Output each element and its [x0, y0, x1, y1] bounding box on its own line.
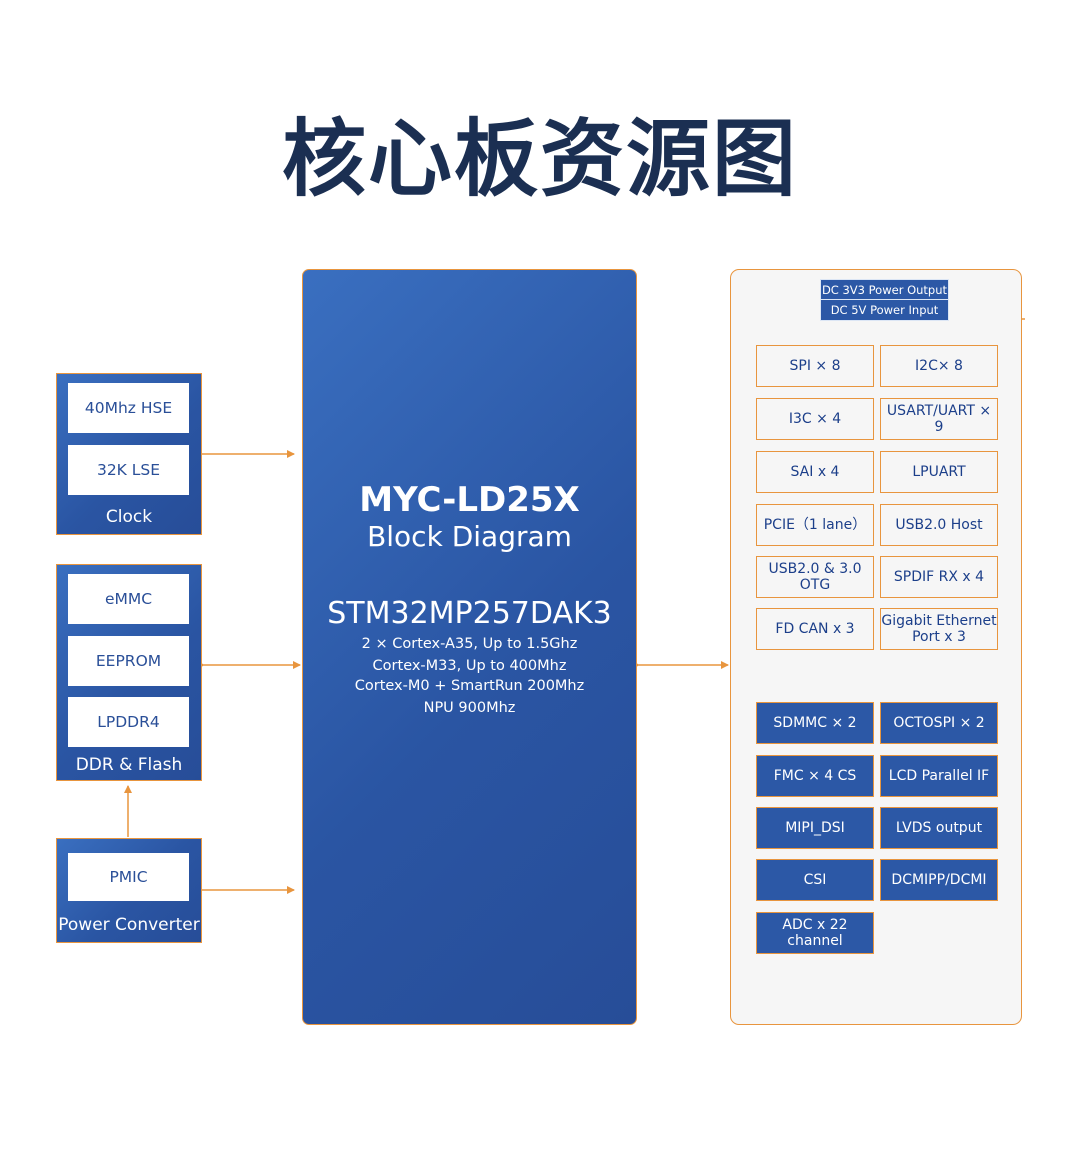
peripheral-item: USB2.0 & 3.0 OTG	[756, 556, 874, 598]
power-output-label: DC 3V3 Power Output	[820, 279, 949, 301]
peripheral-item-filled: OCTOSPI × 2	[880, 702, 998, 744]
peripheral-item: I2C× 8	[880, 345, 998, 387]
peripheral-item-filled: MIPI_DSI	[756, 807, 874, 849]
peripheral-item: FD CAN x 3	[756, 608, 874, 650]
page-title: 核心板资源图	[281, 110, 798, 208]
peripheral-item-filled: LVDS output	[880, 807, 998, 849]
peripheral-item: LPUART	[880, 451, 998, 493]
peripheral-item: USB2.0 Host	[880, 504, 998, 546]
clock-item: 32K LSE	[68, 445, 189, 495]
peripheral-item-filled: ADC x 22 channel	[756, 912, 874, 954]
peripheral-item-filled: LCD Parallel IF	[880, 755, 998, 797]
power-group: PMIC Power Converter	[56, 838, 202, 943]
peripheral-item-filled: FMC × 4 CS	[756, 755, 874, 797]
power-item: PMIC	[68, 853, 189, 901]
core-model: MYC-LD25X	[359, 480, 580, 520]
peripheral-item: SPDIF RX x 4	[880, 556, 998, 598]
peripheral-panel: DC 3V3 Power Output DC 5V Power Input SP…	[730, 269, 1022, 1025]
memory-item: EEPROM	[68, 636, 189, 686]
core-chip: STM32MP257DAK3	[327, 596, 612, 631]
core-spec: Cortex-M33, Up to 400Mhz	[372, 658, 567, 674]
peripheral-item-filled: CSI	[756, 859, 874, 901]
peripheral-item: I3C × 4	[756, 398, 874, 440]
clock-label: Clock	[105, 507, 153, 527]
peripheral-item: USART/UART × 9	[880, 398, 998, 440]
core-block: MYC-LD25X Block Diagram STM32MP257DAK3 2…	[302, 269, 637, 1025]
peripheral-item-filled: SDMMC × 2	[756, 702, 874, 744]
memory-label: DDR & Flash	[75, 755, 183, 775]
power-label: Power Converter	[58, 915, 200, 935]
core-subtitle: Block Diagram	[367, 520, 572, 553]
clock-group: 40Mhz HSE 32K LSE Clock	[56, 373, 202, 535]
peripheral-item: SAI x 4	[756, 451, 874, 493]
memory-item: eMMC	[68, 574, 189, 624]
memory-item: LPDDR4	[68, 697, 189, 747]
memory-group: eMMC EEPROM LPDDR4 DDR & Flash	[56, 564, 202, 781]
peripheral-item-filled: DCMIPP/DCMI	[880, 859, 998, 901]
core-spec: NPU 900Mhz	[423, 700, 516, 716]
peripheral-item: Gigabit Ethernet Port x 3	[880, 608, 998, 650]
peripheral-item: PCIE（1 lane）	[756, 504, 874, 546]
core-spec: Cortex-M0 + SmartRun 200Mhz	[354, 678, 585, 694]
clock-item: 40Mhz HSE	[68, 383, 189, 433]
peripheral-item: SPI × 8	[756, 345, 874, 387]
power-input-label: DC 5V Power Input	[820, 299, 949, 321]
core-spec: 2 × Cortex-A35, Up to 1.5Ghz	[361, 636, 578, 652]
